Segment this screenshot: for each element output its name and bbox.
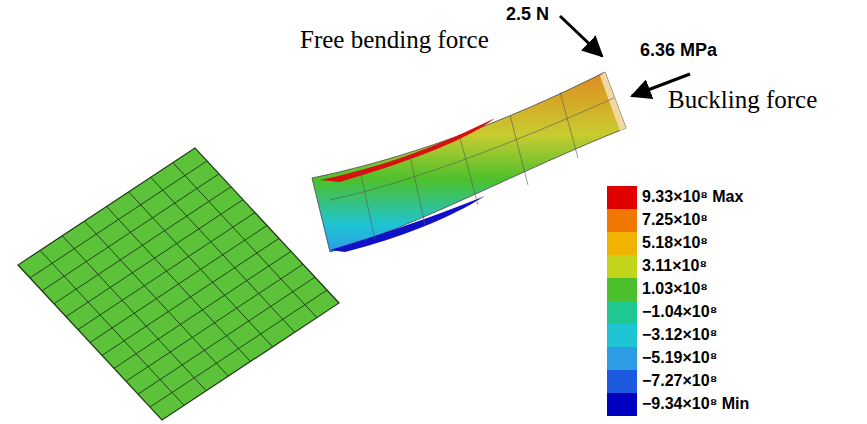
arm-mesh <box>330 92 614 240</box>
max-stress-zone <box>320 118 495 182</box>
legend-swatch <box>607 278 637 301</box>
pressure-value: 6.36 MPa <box>640 40 717 61</box>
legend-swatch <box>607 301 637 324</box>
legend-value: −1.04×10⁸ <box>642 303 717 321</box>
min-stress-zone <box>330 196 485 252</box>
base-plate <box>18 148 339 420</box>
legend-value: 9.33×10⁸ Max <box>642 188 743 206</box>
force-label: Buckling force <box>668 86 817 114</box>
force-label: Free bending force <box>300 26 489 54</box>
legend-value: −5.19×10⁸ <box>642 349 717 367</box>
force-value: 2.5 N <box>506 4 549 25</box>
legend-swatch <box>607 209 637 232</box>
legend-swatch <box>607 186 637 209</box>
legend-value: 7.25×10⁸ <box>642 211 708 229</box>
legend-value: −9.34×10⁸ Min <box>642 395 749 413</box>
legend-value: 5.18×10⁸ <box>642 234 708 252</box>
legend-value: −3.12×10⁸ <box>642 326 717 344</box>
legend-swatch <box>607 255 637 278</box>
force-arrow <box>560 16 602 56</box>
legend-value: −7.27×10⁸ <box>642 372 717 390</box>
legend-swatch <box>607 347 637 370</box>
bending-arm <box>312 72 626 252</box>
legend-value: 1.03×10⁸ <box>642 280 708 298</box>
legend-swatch <box>607 232 637 255</box>
legend-value: 3.11×10⁸ <box>642 257 707 275</box>
legend-swatch <box>607 370 637 393</box>
legend-swatch <box>607 393 637 416</box>
arm-tip <box>600 72 626 131</box>
legend-swatch <box>607 324 637 347</box>
